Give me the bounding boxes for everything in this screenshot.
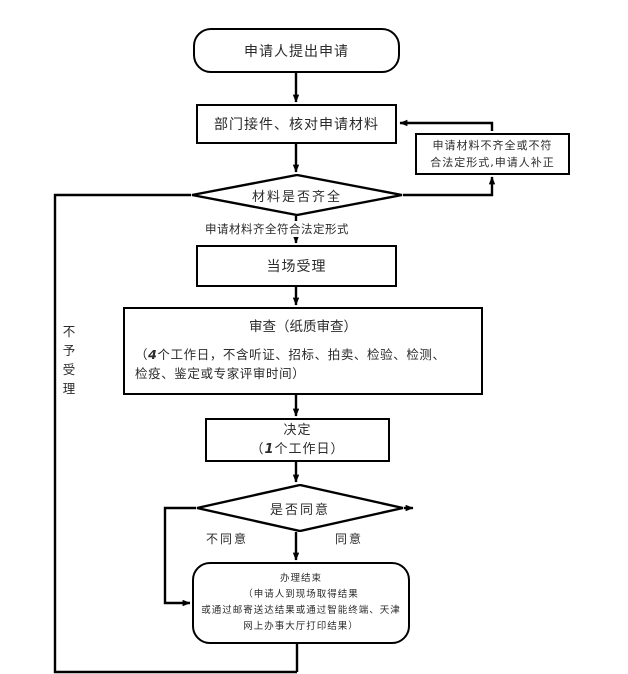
node-accept-on-site[interactable]: 当场受理 [196,245,397,287]
node-decide-line-2: （1个工作日） [250,442,345,457]
node-review-title: 审查（纸质审查） [249,319,357,335]
edge-label-reject-char-4: 理 [62,381,76,396]
node-accept-line-1: 当场受理 [266,259,327,275]
node-receive-line-1: 部门接件、核对申请材料 [214,117,379,133]
edge-agree-no-to-finish [163,506,196,607]
node-apply-line-1: 申请人提出申请 [244,43,349,60]
edge-label-disagree: 不同意 [206,530,249,547]
edge-supplement-to-receive [399,119,494,131]
edge-label-reject: 不 予 受 理 [61,322,77,398]
edge-label-reject-char-1: 不 [62,324,76,339]
node-process-finished[interactable]: 办理结束 （申请人到现场取得结果 或通过邮寄送达结果或通过智能终端、天津 网上办… [192,562,410,644]
node-supplement-line-2: 合法定形式,申请人补正 [430,156,555,169]
edge-label-reject-char-3: 受 [62,362,76,377]
edge-label-reject-char-2: 予 [62,343,76,358]
node-finish-line-2: （申请人到现场取得结果 [243,589,359,600]
node-finish-line-1: 办理结束 [279,573,322,584]
node-supplement-materials[interactable]: 申请材料不齐全或不符 合法定形式,申请人补正 [415,133,570,175]
node-decide-line-1: 决定 [283,423,312,438]
node-finish-line-4: 网上办事大厅打印结果） [243,621,359,632]
node-apply[interactable]: 申请人提出申请 [193,28,400,73]
edge-complete-no-to-supplement [403,176,496,197]
edge-label-qualified: 申请材料齐全符合法定形式 [205,221,349,237]
node-decision-made[interactable]: 决定 （1个工作日） [205,418,390,462]
node-review-body-line-1: （4个工作日，不含听证、招标、拍卖、检验、检测、 [135,347,446,362]
node-review-body-line-2: 检疫、鉴定或专家评审时间） [135,366,306,381]
node-review[interactable]: 审查（纸质审查） （4个工作日，不含听证、招标、拍卖、检验、检测、 检疫、鉴定或… [123,307,483,395]
decision-materials-complete[interactable]: 材料是否齐全 [191,174,403,216]
edge-complete-reject-path [53,193,297,674]
decision-approve-or-not[interactable]: 是否同意 [196,484,404,532]
node-receive-and-verify[interactable]: 部门接件、核对申请材料 [196,104,397,144]
edge-label-agree: 同意 [335,530,364,547]
node-supplement-line-1: 申请材料不齐全或不符 [432,139,553,152]
node-review-body: （4个工作日，不含听证、招标、拍卖、检验、检测、 检疫、鉴定或专家评审时间） [135,344,471,382]
node-finish-line-3: 或通过邮寄送达结果或通过智能终端、天津 [201,605,401,616]
